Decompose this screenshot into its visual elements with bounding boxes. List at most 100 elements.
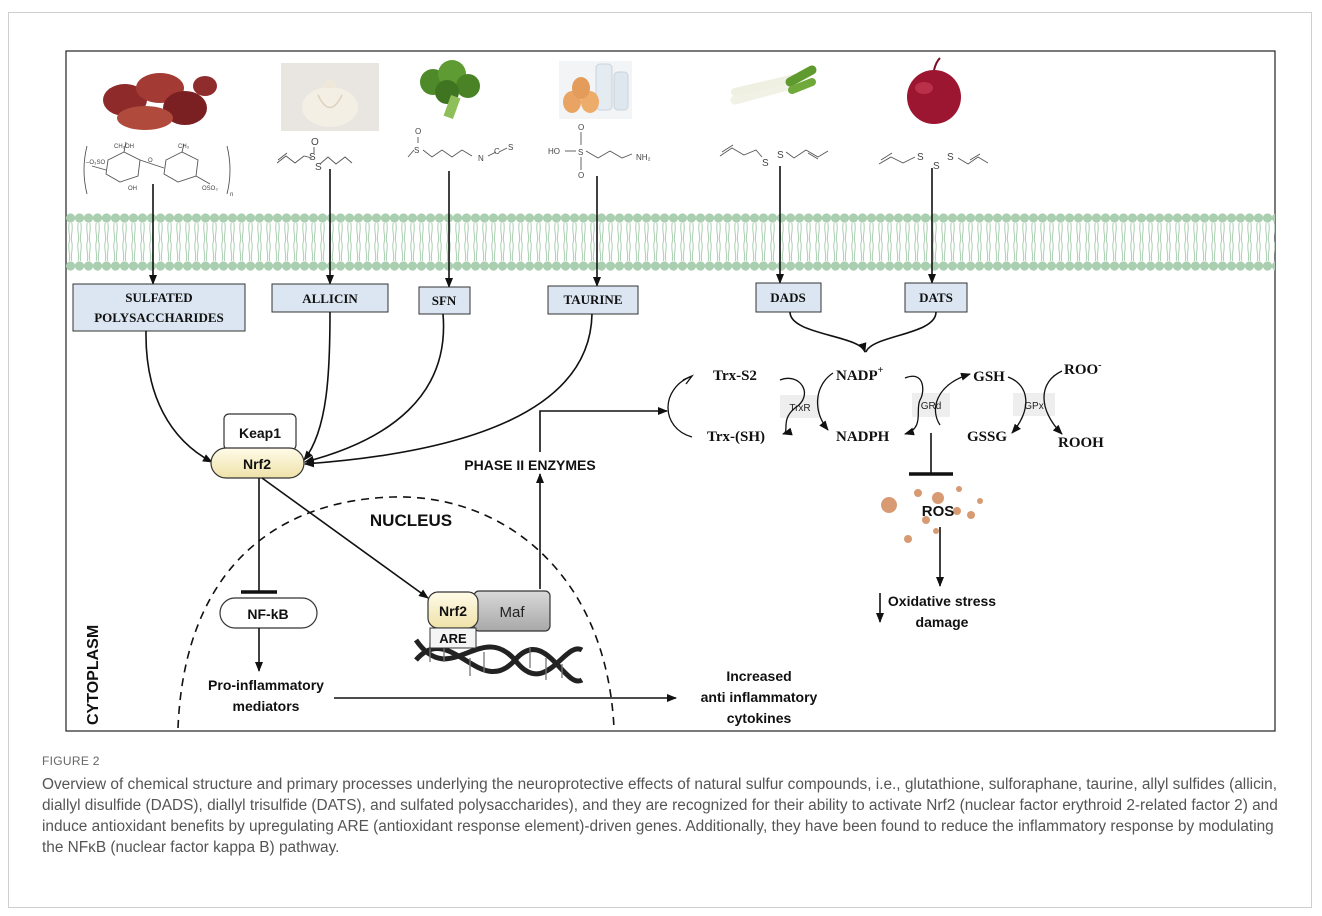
trxr-arrow-1 [779,377,806,436]
grd-label: GRd [921,401,942,412]
oxidative-label-1: Oxidative stress [888,593,996,609]
red-onion-image [907,57,961,124]
sulforaphane-structure [407,137,508,158]
translocation-arrow [261,477,429,599]
diagram-border [65,50,1276,732]
nadph-label: NADPH [836,429,890,445]
eggs-milk-image [559,61,632,119]
chem-label: HO [548,147,560,156]
chem-label: NH₂ [636,153,651,162]
chem-label: S [947,152,954,163]
cell-membrane [66,211,1275,273]
chem-label: S [315,162,322,173]
rooh-label: ROOH [1058,435,1104,451]
trxr-arrow-2 [816,372,834,431]
chem-label: S [933,161,940,172]
garlic-image [281,63,379,131]
allicin-label: ALLICIN [302,291,358,306]
phase2-to-trx-arrow [539,407,668,452]
gpx-arrow-1 [1007,376,1027,434]
phase2-label: PHASE II ENZYMES [464,457,595,473]
dads-box [755,282,822,313]
maf-label: Maf [499,604,525,621]
taurine-box [547,285,639,315]
chem-label: S [309,152,316,163]
chem-label: CH₂OH [114,144,134,150]
chem-label: N [478,154,484,163]
allicin-structure [276,147,353,165]
trxr-label: TrxR [789,403,810,414]
hibiscus-image [89,64,218,134]
broccoli-image [414,60,484,126]
sulfated-polysaccharide-structure [83,141,231,195]
nucleus-boundary [177,496,615,729]
allicin-box [271,283,389,313]
nfkb-pill [219,597,318,629]
nfkb-label: NF-kB [247,606,288,622]
gsh-label: GSH [973,369,1005,385]
roo-label: ROO- [1064,360,1102,378]
chem-label: C [494,147,500,156]
increased-label-3: cytokines [727,710,792,726]
sulfated-polysaccharides-box [72,283,246,332]
taurine-structure [565,132,633,170]
figure-label: FIGURE 2 [42,754,100,768]
chem-label: O [415,127,421,136]
chem-label: OSO₃ [202,186,218,192]
chem-label: S [777,150,784,161]
chem-label: O [578,171,584,180]
dats-label: DATS [919,290,953,305]
chem-label: O [578,123,584,132]
dads-structure [719,144,829,160]
increased-label-1: Increased [726,668,791,684]
sfn-label: SFN [432,293,457,308]
keap1-label: Keap1 [239,425,281,441]
pro-inflammatory-label-2: mediators [233,698,300,714]
sfn-box [418,286,471,315]
caption-text: Overview of chemical structure and prima… [42,776,1278,856]
activation-arrows [145,311,937,468]
chem-label: CH₃ [178,144,190,150]
chem-label: S [508,143,513,152]
chem-label: S [578,148,583,157]
nucleus-label: NUCLEUS [370,511,452,530]
increased-label-2: anti inflammatory [701,689,818,705]
grd-arrow-2 [934,372,971,426]
chem-label: OH [128,186,137,192]
trx-loop [667,375,693,438]
nadp-label: NADP+ [836,365,884,384]
gpx-arrow-2 [1043,370,1063,435]
ros-label: ROS [922,503,955,520]
gssg-label: GSSG [967,429,1007,445]
sulfated-label-line2: POLYSACCHARIDES [94,310,224,325]
leek-image [728,64,817,110]
are-label: ARE [439,631,467,646]
uptake-arrows [149,166,936,288]
nrf2-pill [210,447,305,479]
are-box [429,627,477,649]
chem-label: O [311,137,319,148]
dats-box [904,282,968,313]
gpx-label: GPx [1024,401,1043,412]
nrf2-label: Nrf2 [243,456,271,472]
chem-label: –O₃SO [86,160,105,166]
chem-label: O [148,158,153,164]
nrf2-dna-label: Nrf2 [439,603,467,619]
trx-s2-label: Trx-S2 [713,368,757,384]
cytoplasm-label: CYTOPLASM [85,625,102,725]
chem-label: S [917,152,924,163]
taurine-label: TAURINE [564,292,623,307]
compound-boxes [72,282,968,332]
chem-label: S [414,146,419,155]
ros-particles [881,486,983,543]
chem-label: S [762,158,769,169]
grd-arrow-1 [904,375,924,436]
sulfated-label-line1: SULFATED [125,290,192,305]
figure-frame [8,12,1312,908]
chem-label: n [230,192,233,198]
oxidative-label-2: damage [916,614,969,630]
pro-inflammatory-label-1: Pro-inflammatory [208,677,324,693]
trx-sh-label: Trx-(SH) [707,429,765,445]
dads-label: DADS [770,290,805,305]
figure-caption: FIGURE 2 Overview of chemical structure … [42,754,1292,858]
